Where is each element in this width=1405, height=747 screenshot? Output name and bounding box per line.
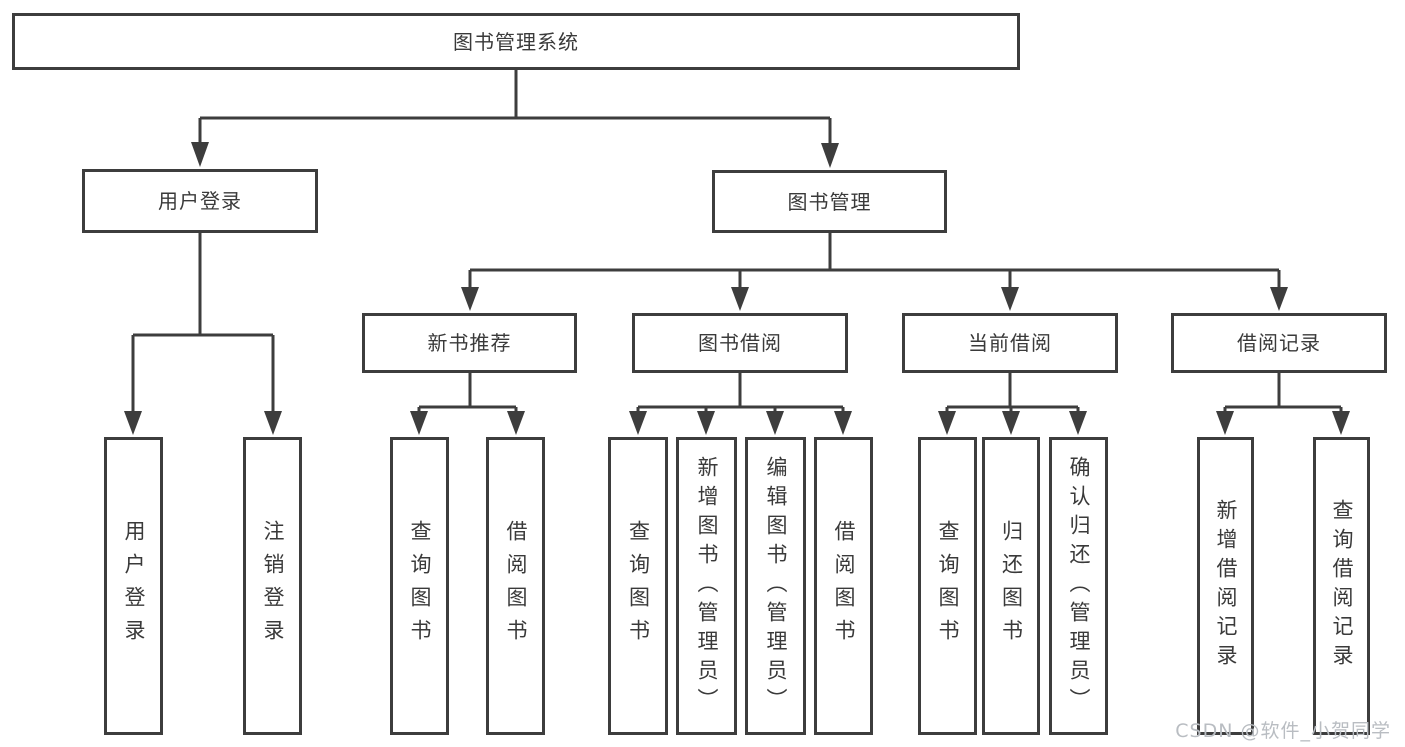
leaf-user-login: 用户登录	[104, 437, 163, 735]
leaf-borrow-books-recommend: 借阅图书	[486, 437, 545, 735]
node-borrowing-records: 借阅记录	[1171, 313, 1387, 373]
node-book-borrowing: 图书借阅	[632, 313, 848, 373]
leaf-edit-books-admin: 编辑图书（管理员）	[745, 437, 806, 735]
leaf-add-borrowing-record: 新增借阅记录	[1197, 437, 1254, 735]
node-new-book-recommendation: 新书推荐	[362, 313, 577, 373]
node-book-management-module: 图书管理	[712, 170, 947, 233]
node-user-login-module: 用户登录	[82, 169, 318, 233]
leaf-return-books: 归还图书	[982, 437, 1040, 735]
leaf-borrow-books-borrowing: 借阅图书	[814, 437, 873, 735]
leaf-logout: 注销登录	[243, 437, 302, 735]
leaf-query-books-recommend: 查询图书	[390, 437, 449, 735]
leaf-query-books-borrowing: 查询图书	[608, 437, 668, 735]
node-library-management-system: 图书管理系统	[12, 13, 1020, 70]
leaf-add-books-admin: 新增图书（管理员）	[676, 437, 737, 735]
csdn-watermark: CSDN @软件_小贺同学	[1175, 720, 1391, 742]
leaf-query-books-current: 查询图书	[918, 437, 977, 735]
leaf-query-borrowing-record: 查询借阅记录	[1313, 437, 1370, 735]
leaf-confirm-return-admin: 确认归还（管理员）	[1049, 437, 1108, 735]
node-current-borrowing: 当前借阅	[902, 313, 1118, 373]
